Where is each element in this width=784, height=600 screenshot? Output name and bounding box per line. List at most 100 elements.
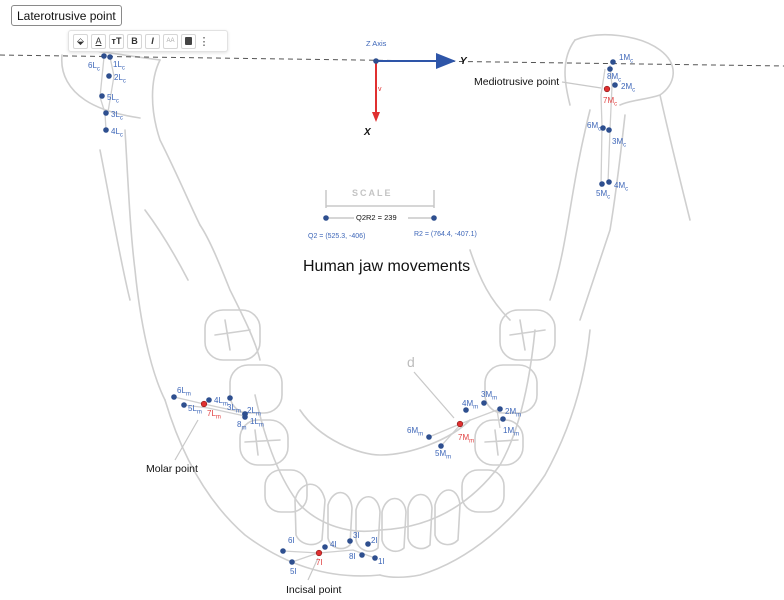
reference-dashed-line	[0, 54, 784, 67]
data-point-7mc[interactable]	[603, 85, 611, 93]
axes-group: Z Axis Y v X	[363, 39, 468, 138]
scale-point-q[interactable]	[323, 215, 329, 221]
point-label: 4Mm	[462, 399, 478, 411]
selected-annotation-textbox[interactable]: Laterotrusive point	[11, 5, 122, 26]
data-point-5i[interactable]	[289, 559, 295, 565]
jaw-sketch	[60, 34, 691, 579]
diagram-title[interactable]: Human jaw movements	[303, 258, 470, 275]
scale-q-label: Q2 = (525.3, -406)	[308, 233, 365, 240]
d-leader	[413, 371, 455, 419]
more-options-button[interactable]: ⋮	[199, 33, 210, 49]
data-point-3i[interactable]	[347, 538, 353, 544]
data-point-2mc[interactable]	[612, 82, 618, 88]
v-label: v	[378, 86, 382, 93]
point-label: 8m	[237, 420, 246, 432]
data-point-4mm[interactable]	[463, 407, 469, 413]
data-point-5mc[interactable]	[599, 181, 605, 187]
data-point-1lm[interactable]	[242, 411, 248, 417]
data-point-3mc[interactable]	[606, 127, 612, 133]
bold-button[interactable]: B	[127, 33, 142, 49]
incisal-annotation[interactable]: Incisal point	[286, 584, 342, 596]
data-point-4lm[interactable]	[206, 397, 212, 403]
data-point-3mm[interactable]	[481, 400, 487, 406]
point-label: 2Mc	[621, 82, 635, 94]
data-point-1i[interactable]	[372, 555, 378, 561]
fill-color-button[interactable]: ⬙	[73, 33, 88, 49]
origin-point[interactable]	[373, 58, 379, 64]
point-label: 7Mm	[458, 433, 474, 445]
point-label: 5Lc	[107, 93, 119, 105]
point-label: 4Lm	[214, 396, 228, 408]
incisal-leader	[307, 557, 319, 581]
data-point-7i[interactable]	[315, 549, 323, 557]
italic-button[interactable]: I	[145, 33, 160, 49]
point-label: 2Mm	[505, 407, 521, 419]
point-label: 6Mm	[407, 426, 423, 438]
point-label: 3Lm	[227, 403, 241, 415]
text-format-toolbar: ⬙ A ᴛT B I AA ⋮	[68, 30, 228, 52]
point-label: 5Mm	[435, 449, 451, 461]
data-point-2lc[interactable]	[106, 73, 112, 79]
data-point-6i[interactable]	[280, 548, 286, 554]
data-point-5lm[interactable]	[181, 402, 187, 408]
font-size-button[interactable]: ᴛT	[109, 33, 124, 49]
scale-distance-label: Q2R2 = 239	[356, 213, 397, 222]
point-label: 4Lc	[111, 127, 123, 139]
text-case-button[interactable]: AA	[163, 33, 178, 49]
point-label: 1Mm	[503, 426, 519, 438]
data-point-8mc[interactable]	[607, 66, 613, 72]
data-point-4i[interactable]	[322, 544, 328, 550]
point-label: 6Lm	[177, 386, 191, 398]
data-point-6lc[interactable]	[101, 53, 107, 59]
mediotrusive-annotation[interactable]: Mediotrusive point	[474, 76, 559, 88]
data-point-7mm[interactable]	[456, 420, 464, 428]
data-point-5lc[interactable]	[99, 93, 105, 99]
point-label: 6I	[288, 536, 295, 545]
data-point-1mc[interactable]	[610, 59, 616, 65]
point-label: 4Mc	[614, 181, 628, 193]
delete-button[interactable]	[181, 33, 196, 49]
data-point-3lc[interactable]	[103, 110, 109, 116]
data-point-6mm[interactable]	[426, 434, 432, 440]
point-label: 7Lm	[207, 409, 221, 421]
point-label: 1Mc	[619, 53, 633, 65]
point-label: 3I	[353, 531, 360, 540]
point-label: 5I	[290, 567, 297, 576]
point-label: 2I	[371, 536, 378, 545]
z-axis-label: Z Axis	[366, 39, 387, 48]
data-point-2i[interactable]	[365, 541, 371, 547]
data-point-5mm[interactable]	[438, 443, 444, 449]
data-point-2mm[interactable]	[497, 406, 503, 412]
point-label: 3Mc	[612, 137, 626, 149]
point-label: 3Mm	[481, 390, 497, 402]
points-layer: 6Lc1Lc2Lc5Lc3Lc4Lc1Mc8Mc2Mc7Mc6Mc3Mc5Mc4…	[88, 53, 635, 576]
data-point-4lc[interactable]	[103, 127, 109, 133]
italic-icon: I	[151, 36, 154, 46]
data-point-3lm[interactable]	[227, 395, 233, 401]
data-point-8i[interactable]	[359, 552, 365, 558]
text-color-button[interactable]: A	[91, 33, 106, 49]
data-point-7lm[interactable]	[200, 400, 208, 408]
data-point-6lm[interactable]	[171, 394, 177, 400]
scale-point-r[interactable]	[431, 215, 437, 221]
point-label: 6Lc	[88, 61, 100, 73]
point-label: 2Lc	[114, 73, 126, 85]
point-label: 8Mc	[607, 72, 621, 84]
trash-icon	[185, 37, 192, 45]
molar-annotation[interactable]: Molar point	[146, 463, 198, 475]
data-point-4mc[interactable]	[606, 179, 612, 185]
data-point-6mc[interactable]	[600, 125, 606, 131]
point-label: 5Lm	[188, 404, 202, 416]
point-label: 3Lc	[111, 110, 123, 122]
scale-r-label: R2 = (764.4, -407.1)	[414, 231, 477, 238]
point-label: 1Lc	[113, 60, 125, 72]
data-point-1lc[interactable]	[107, 54, 113, 60]
data-point-1mm[interactable]	[500, 416, 506, 422]
mediotrusive-leader	[561, 81, 602, 89]
